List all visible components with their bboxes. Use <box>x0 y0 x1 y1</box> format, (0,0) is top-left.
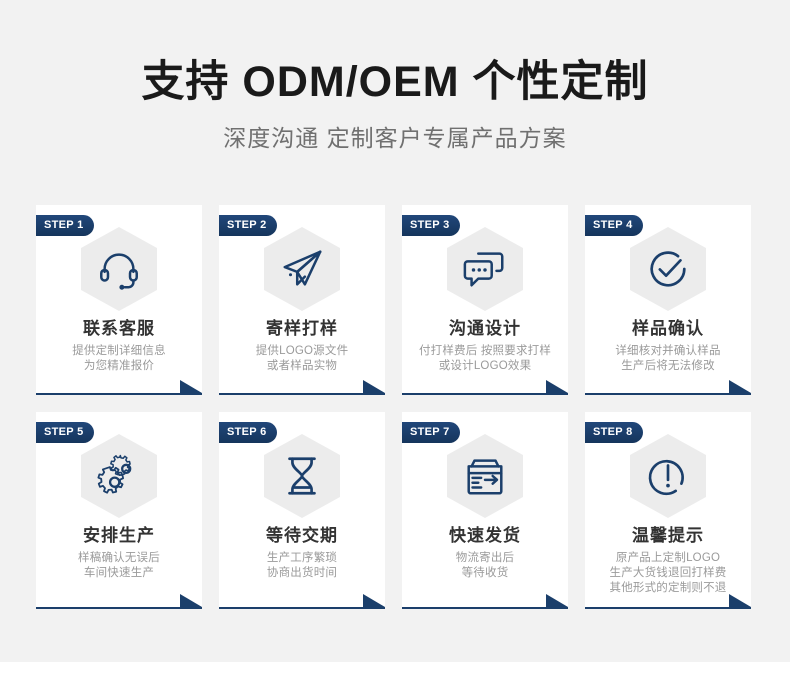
step-divider <box>585 393 751 395</box>
step-badge: STEP 4 <box>585 215 643 236</box>
step-description: 详细核对并确认样品 生产后将无法修改 <box>615 345 721 372</box>
step-title: 沟通设计 <box>449 319 521 338</box>
step-divider <box>219 393 385 395</box>
step-description: 提供LOGO源文件 或者样品实物 <box>255 345 349 372</box>
step-description: 提供定制详细信息 为您精准报价 <box>72 345 166 372</box>
step-title: 温馨提示 <box>632 526 704 545</box>
step-badge: STEP 7 <box>402 422 460 443</box>
arrow-right-icon <box>180 380 202 393</box>
step-icon-hexagon <box>447 434 523 518</box>
step-card[interactable]: STEP 6 等待交期 生产工序繁琐 协商出货时间 <box>219 412 385 609</box>
step-badge: STEP 5 <box>36 422 94 443</box>
step-title: 联系客服 <box>83 319 155 338</box>
step-icon-hexagon <box>447 227 523 311</box>
step-icon-hexagon <box>630 227 706 311</box>
page-header: 支持 ODM/OEM 个性定制 深度沟通 定制客户专属产品方案 <box>0 0 790 153</box>
step-divider <box>219 607 385 609</box>
arrow-right-icon <box>363 380 385 393</box>
step-icon-hexagon <box>264 227 340 311</box>
step-description: 物流寄出后 等待收货 <box>455 552 515 579</box>
step-divider <box>585 607 751 609</box>
arrow-right-icon <box>546 380 568 393</box>
step-divider <box>36 607 202 609</box>
step-card[interactable]: STEP 2 寄样打样 提供LOGO源文件 或者样品实物 <box>219 205 385 395</box>
step-badge: STEP 6 <box>219 422 277 443</box>
arrow-right-icon <box>546 594 568 607</box>
step-divider <box>36 393 202 395</box>
arrow-right-icon <box>729 380 751 393</box>
arrow-right-icon <box>363 594 385 607</box>
step-card[interactable]: STEP 8 温馨提示 原产品上定制LOGO 生产大货钱退回打样费 其他形式的定… <box>585 412 751 609</box>
step-description: 付打样费后 按照要求打样 或设计LOGO效果 <box>418 345 552 372</box>
check-circle-icon <box>645 246 691 292</box>
step-divider <box>402 607 568 609</box>
step-badge: STEP 8 <box>585 422 643 443</box>
step-badge: STEP 1 <box>36 215 94 236</box>
step-card[interactable]: STEP 3 沟通设计 付打样费后 按照要求打样 或设计LOGO效果 <box>402 205 568 395</box>
step-icon-hexagon <box>630 434 706 518</box>
step-badge: STEP 3 <box>402 215 460 236</box>
step-icon-hexagon <box>264 434 340 518</box>
step-card[interactable]: STEP 5 安排生产 样稿确认无误后 车间快速生产 <box>36 412 202 609</box>
steps-grid: STEP 1 联系客服 提供定制详细信息 为您精准报价 STEP 2 寄样打样 … <box>36 205 754 609</box>
page-subtitle: 深度沟通 定制客户专属产品方案 <box>223 125 567 151</box>
step-description: 生产工序繁琐 协商出货时间 <box>266 552 338 579</box>
step-icon-hexagon <box>81 227 157 311</box>
step-title: 安排生产 <box>83 526 155 545</box>
step-title: 样品确认 <box>632 319 704 338</box>
step-title: 快速发货 <box>449 526 521 545</box>
step-icon-hexagon <box>81 434 157 518</box>
hourglass-icon <box>279 453 325 499</box>
step-title: 寄样打样 <box>266 319 338 338</box>
hexagon-shape <box>630 227 706 311</box>
headset-icon <box>96 246 142 292</box>
arrow-right-icon <box>729 594 751 607</box>
gears-icon <box>96 453 142 499</box>
exclamation-circle-icon <box>645 453 691 499</box>
page-title: 支持 ODM/OEM 个性定制 <box>141 58 649 106</box>
chat-bubbles-icon <box>462 246 508 292</box>
step-card[interactable]: STEP 7 快速发货 物流寄出后 等待收货 <box>402 412 568 609</box>
step-card[interactable]: STEP 4 样品确认 详细核对并确认样品 生产后将无法修改 <box>585 205 751 395</box>
step-card[interactable]: STEP 1 联系客服 提供定制详细信息 为您精准报价 <box>36 205 202 395</box>
shipping-box-arrow-icon <box>462 453 508 499</box>
paper-plane-icon <box>279 246 325 292</box>
step-title: 等待交期 <box>266 526 338 545</box>
arrow-right-icon <box>180 594 202 607</box>
step-description: 原产品上定制LOGO 生产大货钱退回打样费 其他形式的定制则不退 <box>609 552 727 594</box>
step-badge: STEP 2 <box>219 215 277 236</box>
step-description: 样稿确认无误后 车间快速生产 <box>78 552 160 579</box>
step-divider <box>402 393 568 395</box>
